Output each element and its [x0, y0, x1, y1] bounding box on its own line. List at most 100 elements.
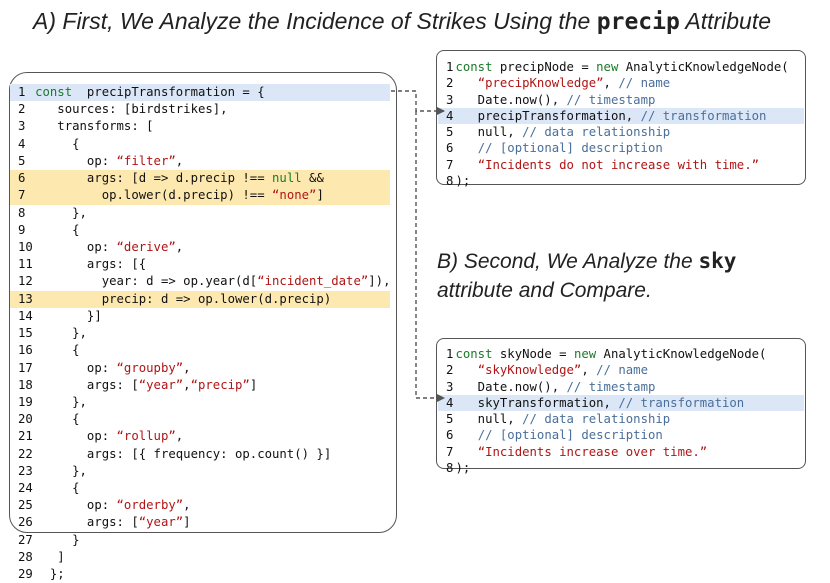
- code-token: {: [35, 136, 80, 151]
- code-token: “incident_date”: [257, 274, 369, 289]
- line-number: 10: [18, 239, 33, 254]
- code-token: new: [573, 347, 597, 361]
- code-token: args: [{: [35, 257, 147, 272]
- code-token: “groupby”: [116, 360, 184, 375]
- code-token: “year”: [138, 377, 184, 392]
- line-number: 1: [446, 60, 454, 74]
- code-token: op:: [35, 360, 117, 375]
- code-line: 15 },: [10, 325, 390, 342]
- code-token: [455, 445, 477, 459]
- code-token: ,: [175, 239, 184, 254]
- code-token: skyTransformation,: [455, 395, 619, 410]
- code-token: “precip”: [190, 377, 250, 392]
- code-token: null: [272, 171, 302, 186]
- code-line: 29 };: [10, 566, 390, 583]
- code-token: // [optional] description: [477, 428, 663, 443]
- code-token: ,: [175, 153, 184, 168]
- code-token: &&: [301, 171, 324, 186]
- code-line: 3 Date.now(), // timestamp: [438, 379, 804, 395]
- code-token: // data relationship: [522, 125, 671, 140]
- code-token: ]: [35, 549, 65, 564]
- line-number: 24: [18, 481, 33, 496]
- code-line: 8 },: [10, 205, 390, 222]
- code-token: args: [: [35, 515, 139, 530]
- code-line: 23 },: [10, 463, 390, 480]
- code-line: 26 args: [“year”]: [10, 514, 390, 531]
- code-token: precipTransformation = {: [72, 85, 265, 99]
- line-number: 2: [446, 76, 454, 91]
- code-line: 8);: [438, 460, 804, 476]
- code-line: 24 {: [10, 480, 390, 497]
- line-number: 16: [18, 343, 33, 358]
- code-token: }: [35, 532, 80, 547]
- line-number: 3: [446, 92, 454, 107]
- code-token: {: [35, 222, 80, 237]
- code-token: );: [455, 461, 471, 476]
- code-token: // transformation: [640, 108, 767, 123]
- line-number: 1: [446, 347, 454, 361]
- code-line: 13 precip: d => op.lower(d.precip): [10, 290, 390, 308]
- line-number: 4: [18, 136, 26, 151]
- code-token: {: [35, 412, 80, 427]
- code-token: “none”: [272, 188, 317, 203]
- code-token: [455, 141, 477, 155]
- code-token: precipTransformation,: [455, 108, 641, 123]
- line-number: 21: [18, 429, 33, 444]
- line-number: 4: [446, 108, 454, 123]
- code-line: 8);: [438, 173, 804, 189]
- code-token: // data relationship: [522, 412, 671, 427]
- line-number: 8: [18, 205, 26, 220]
- line-number: 1: [18, 85, 26, 99]
- code-line: 7 “Incidents do not increase with time.”: [438, 157, 804, 173]
- line-number: 2: [18, 102, 26, 117]
- code-token: “orderby”: [116, 498, 184, 513]
- code-token: [455, 158, 477, 172]
- code-line: 17 op: “groupby”,: [10, 360, 390, 377]
- code-line: 4 {: [10, 136, 390, 153]
- code-token: ,: [175, 429, 184, 444]
- code-token: const: [455, 347, 493, 361]
- code-token: ]: [249, 377, 258, 392]
- code-token: // transformation: [618, 395, 745, 410]
- code-line: 19 },: [10, 394, 390, 411]
- code-token: ,: [581, 363, 597, 378]
- code-token: sources: [birdstrikes],: [35, 102, 228, 117]
- code-token: [455, 428, 477, 442]
- title-a-prefix: A) First, We Analyze the Incidence of St…: [33, 8, 597, 34]
- code-line: 6 // [optional] description: [438, 427, 804, 443]
- code-token: // [optional] description: [477, 141, 663, 156]
- code-token: “precipKnowledge”: [477, 76, 604, 91]
- line-number: 27: [18, 532, 33, 547]
- code-token: args: [: [35, 377, 139, 392]
- code-token: ,: [183, 498, 191, 513]
- line-number: 4: [446, 395, 454, 410]
- line-number: 6: [446, 141, 454, 156]
- title-a-code: precip: [596, 9, 680, 35]
- code-line: 5 op: “filter”,: [10, 153, 390, 170]
- code-token: [455, 76, 477, 90]
- code-line: 3 Date.now(), // timestamp: [438, 92, 804, 108]
- code-token: op.lower(d.precip) !==: [35, 188, 273, 203]
- code-token: ,: [603, 76, 619, 91]
- code-line: 4 skyTransformation, // transformation: [438, 394, 804, 412]
- code-token: “derive”: [116, 239, 176, 254]
- code-token: precip: d => op.lower(d.precip): [35, 291, 332, 306]
- code-line: 2 “precipKnowledge”, // name: [438, 75, 804, 91]
- code-token: },: [35, 394, 87, 409]
- code-line: 16 {: [10, 342, 390, 359]
- line-number: 29: [18, 567, 33, 582]
- code-token: },: [35, 326, 87, 341]
- code-line: 6 // [optional] description: [438, 140, 804, 156]
- line-number: 6: [18, 171, 26, 186]
- code-line: 6 args: [d => d.precip !== null &&: [10, 170, 390, 188]
- code-token: op:: [35, 498, 117, 513]
- code-token: precipNode =: [492, 60, 597, 74]
- line-number: 7: [446, 444, 454, 459]
- line-number: 25: [18, 498, 33, 513]
- code-token: },: [35, 463, 87, 478]
- line-number: 8: [446, 461, 454, 476]
